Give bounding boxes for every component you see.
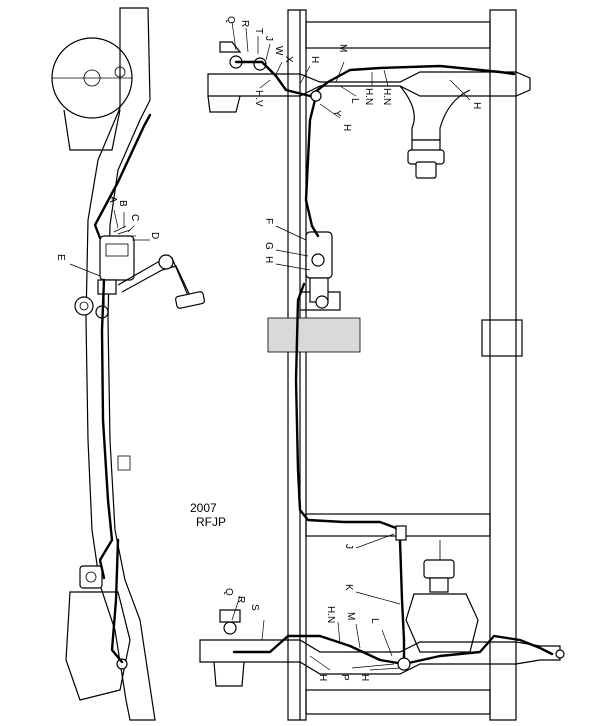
callout-hn-front-1: H.N [363,88,374,105]
callout-h-front-2: H [341,124,352,131]
callout-h-rear-2: H [359,674,370,681]
brake-pedal-linkage [74,254,205,319]
rear-tee-fitting [397,657,411,671]
callout-j-front: J [263,36,274,41]
stamp-year: 2007 [190,501,217,515]
callout-j-rear: J [343,544,354,549]
rear-differential [405,540,479,653]
callout-l-front: L [349,98,360,104]
callout-c: C [129,214,140,221]
main-brake-line [294,282,406,662]
transmission-crossmember [267,291,523,357]
front-wheel-drum [51,37,133,151]
rear-hose-fitting [395,525,407,541]
callout-hn-rear: H.N [325,606,336,623]
side-brake-line [93,113,152,664]
callout-p: P [339,674,350,681]
callout-b: B [117,200,128,207]
front-differential [399,85,471,179]
rear-knuckle [213,609,565,687]
callout-h-mid: H [263,256,274,263]
callout-hv: H.V [253,90,264,107]
left-frame-rail-inner [300,9,307,721]
master-cylinder-top [305,231,333,309]
callout-h-front-3: H [471,102,482,109]
front-tee-to-master-line [304,94,320,238]
callout-x: X [283,56,294,63]
callout-q-rear: Q [223,588,234,596]
callout-w: W [273,46,284,56]
callout-d: D [149,232,160,239]
side-view [51,7,205,721]
callout-r-rear: R [235,596,246,603]
front-tee-fitting [310,90,322,102]
callout-f: F [263,218,274,224]
callout-q-front: Q [225,16,236,24]
callout-s: S [249,604,260,611]
callout-h-rear-1: H [317,674,328,681]
callout-leaders [69,21,471,671]
right-frame-rail [489,9,517,721]
stamp-maker: RFJP [196,515,226,529]
side-frame-rail [85,7,156,721]
cross-member-3 [305,689,491,715]
callout-g: G [263,242,274,250]
callout-m-front: M [337,44,348,52]
callout-r-front: R [239,20,250,27]
callout-hn-front-2: H.N [381,88,392,105]
front-axle [207,71,531,97]
left-frame-rail [287,9,301,721]
rear-wheel-drum [65,565,131,701]
callout-m-rear: M [345,612,356,620]
cross-member-1 [305,21,491,49]
rear-axle [199,639,561,675]
side-bracket [117,455,131,471]
callout-k: K [343,584,354,591]
callout-a: A [107,196,118,203]
callout-h-front-1: H [309,56,320,63]
callout-labels: Q R T J W X H M H.V L Y H H.N H.N H A B … [55,16,482,681]
top-view [199,9,565,721]
callout-t: T [253,28,264,34]
callout-l-rear: L [369,618,380,624]
rear-brake-line [232,634,554,666]
callout-e: E [55,254,66,261]
front-brake-line [234,60,516,98]
callout-y: Y [331,110,342,117]
